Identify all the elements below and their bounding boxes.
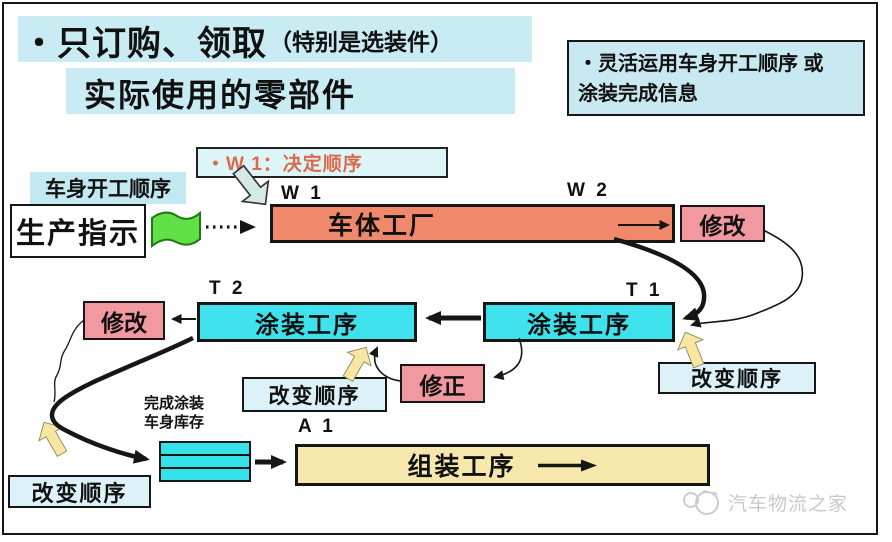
watermark: 汽车物流之家 (682, 488, 848, 516)
title-highlight-2 (66, 68, 515, 114)
painted-body-stock-stack (159, 441, 251, 482)
label-w2: W 2 (567, 180, 610, 201)
painted-body-stock-label: 完成涂装 车身库存 (144, 394, 218, 432)
modify-box-top: 修改 (680, 205, 765, 242)
body-factory-box: 车体工厂 (270, 204, 675, 243)
label-a1: A 1 (298, 416, 336, 437)
paint-process-t1-box: 涂装工序 (483, 302, 675, 342)
assembly-label: 组装工序 (407, 453, 516, 481)
note-box: ・灵活运用车身开工顺序 或 涂装完成信息 (567, 40, 865, 116)
assembly-flow-arrow-icon (537, 459, 597, 471)
assembly-process-box: 组装工序 (295, 444, 710, 486)
body-start-sequence-label: 车身开工顺序 (30, 172, 186, 204)
watermark-text: 汽车物流之家 (728, 493, 849, 515)
title-line-1: ・只订购、领取 （特别是选装件） (22, 16, 453, 64)
note-line-1: ・灵活运用车身开工顺序 或 (578, 53, 824, 75)
title-highlight-1 (18, 16, 532, 62)
correction-box: 修正 (400, 364, 485, 403)
flag-icon (151, 210, 201, 249)
logo-ears (701, 490, 718, 496)
change-order-box-mid: 改变顺序 (242, 377, 387, 412)
assembly-arrow-head (580, 459, 597, 471)
stock-label-line1: 完成涂装 (144, 395, 205, 412)
label-t1: T 1 (626, 280, 663, 301)
label-w1: W 1 (281, 183, 324, 204)
flag-shape (151, 210, 201, 249)
paint-process-t2-box: 涂装工序 (197, 302, 417, 342)
title-paren: （特别是选装件） (269, 29, 453, 55)
stock-label-line2: 车身库存 (144, 414, 205, 431)
label-t2: T 2 (209, 278, 246, 299)
title-main: ・只订购、领取 (22, 24, 267, 63)
modify-box-left: 修改 (83, 301, 165, 340)
w1-annotation: ・W 1：决定顺序 (196, 147, 448, 178)
note-line-2: 涂装完成信息 (578, 83, 698, 105)
change-order-box-right: 改变顺序 (658, 362, 816, 394)
stock-row (159, 467, 251, 482)
change-order-box-left: 改变顺序 (8, 475, 151, 508)
logo-circle-big (695, 491, 719, 515)
production-order-box: 生产指示 (10, 204, 146, 258)
slide-frame (2, 2, 878, 535)
watermark-car-logo-icon (683, 490, 719, 515)
title-line-2: 实际使用的零部件 (84, 77, 357, 113)
logo-circle-small (683, 492, 699, 508)
